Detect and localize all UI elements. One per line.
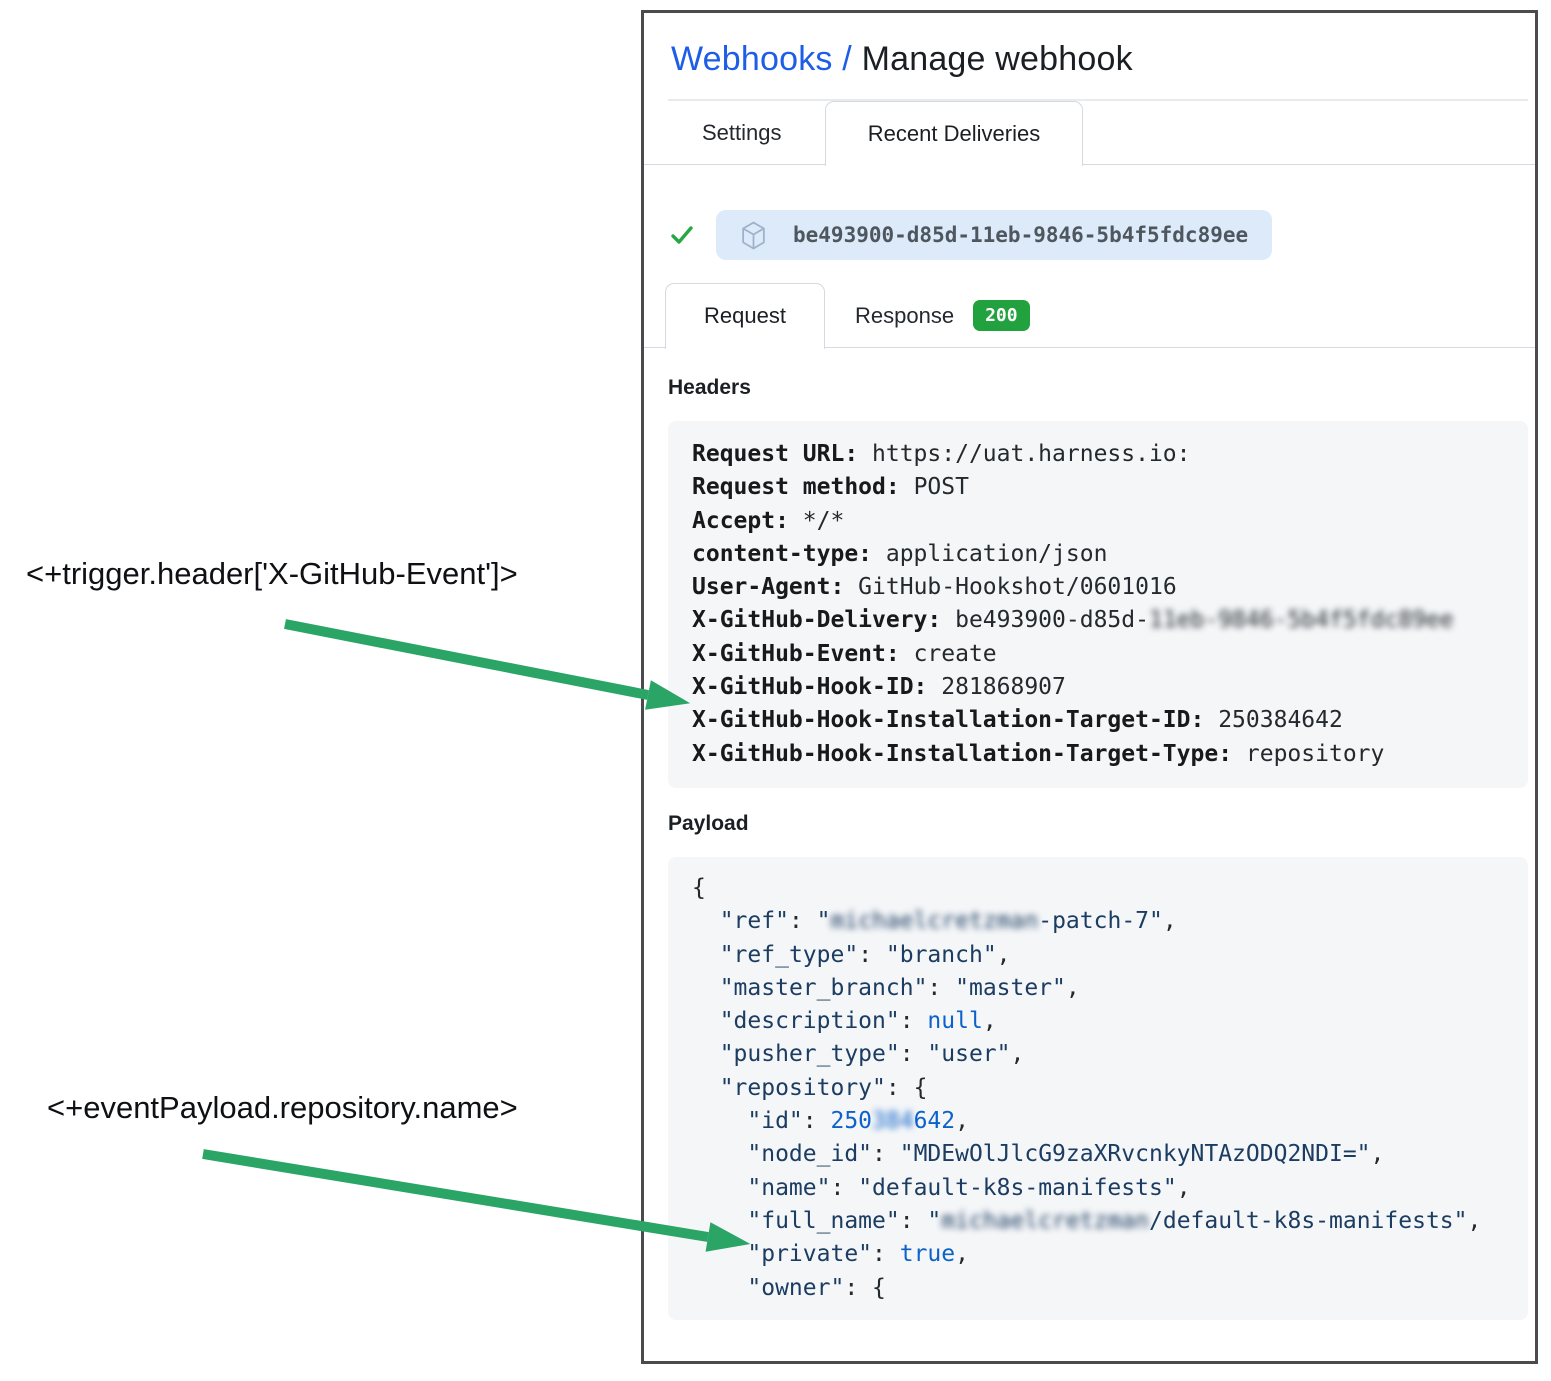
headers-heading: Headers [668,376,751,399]
payload-line: "name": "default-k8s-manifests", [747,1174,1191,1201]
breadcrumb-webhooks-link[interactable]: Webhooks [671,40,833,78]
payload-line: "description": null, [719,1008,997,1035]
payload-line: "ref_type": "branch", [719,941,1011,968]
arrow-to-repository-name [202,1149,751,1252]
arrow-to-x-github-event [284,619,691,710]
header-line: X-GitHub-Delivery: be493900-d85d-11eb-98… [692,607,1454,634]
payload-line: "id": 250384642, [747,1108,969,1135]
payload-line: "repository": { [719,1074,928,1101]
annotation-event-payload-expression: <+eventPayload.repository.name> [47,1090,518,1125]
page-title-text: Manage webhook [861,40,1133,78]
payload-line: "owner": { [747,1274,886,1301]
header-line: User-Agent: GitHub-Hookshot/0601016 [692,574,1177,601]
page-title: Webhooks / Manage webhook [671,40,1528,79]
header-line: X-GitHub-Event: create [692,640,997,667]
package-icon [742,221,765,249]
tab-request[interactable]: Request [665,283,825,349]
header-line: Request method: POST [692,474,969,501]
payload-line: "node_id": "MDEwOlJlcG9zaXRvcnkyNTAzODQ2… [747,1141,1385,1168]
payload-heading: Payload [668,811,749,835]
breadcrumb-separator: / [832,40,862,78]
delivery-detail-tabs: Request Response 200 [644,283,1535,349]
payload-line: "full_name": "michaelcretzman/default-k8… [747,1207,1482,1234]
request-headers-block: Request URL: https://uat.harness.io: Requ… [668,421,1528,788]
header-line: Request URL: https://uat.harness.io: [692,441,1191,467]
tab-response-label: Response [855,302,955,328]
tab-settings[interactable]: Settings [702,120,782,145]
payload-json-block: { "ref": "michaelcretzman-patch-7", "ref… [668,856,1528,1320]
header-line: X-GitHub-Hook-Installation-Target-ID: 25… [692,707,1343,734]
tab-response[interactable]: Response 200 [855,283,1030,348]
header-line: X-GitHub-Hook-ID: 281868907 [692,674,1066,701]
delivery-guid-pill[interactable]: be493900-d85d-11eb-9846-5b4f5fdc89ee [716,210,1273,260]
webhook-screenshot-frame: Webhooks / Manage webhook Settings Recen… [641,10,1538,1364]
payload-line: { [692,874,706,901]
header-line: Accept: */* [692,507,845,534]
payload-line: "master_branch": "master", [719,974,1080,1001]
tab-recent-deliveries[interactable]: Recent Deliveries [825,101,1083,166]
title-divider [668,99,1528,101]
delivery-guid: be493900-d85d-11eb-9846-5b4f5fdc89ee [793,223,1249,247]
payload-line: "ref": "michaelcretzman-patch-7", [719,908,1177,935]
payload-line: "pusher_type": "user", [719,1041,1025,1068]
payload-line: "private": true, [747,1241,969,1268]
webhook-tabs: Settings Recent Deliveries [644,101,1535,166]
header-line: content-type: application/json [692,540,1108,567]
annotation-trigger-header-expression: <+trigger.header['X-GitHub-Event']> [26,556,518,591]
response-status-badge: 200 [973,299,1030,332]
check-icon [671,226,693,244]
header-line: X-GitHub-Hook-Installation-Target-Type: … [692,740,1385,767]
delivery-row: be493900-d85d-11eb-9846-5b4f5fdc89ee [668,210,1528,260]
